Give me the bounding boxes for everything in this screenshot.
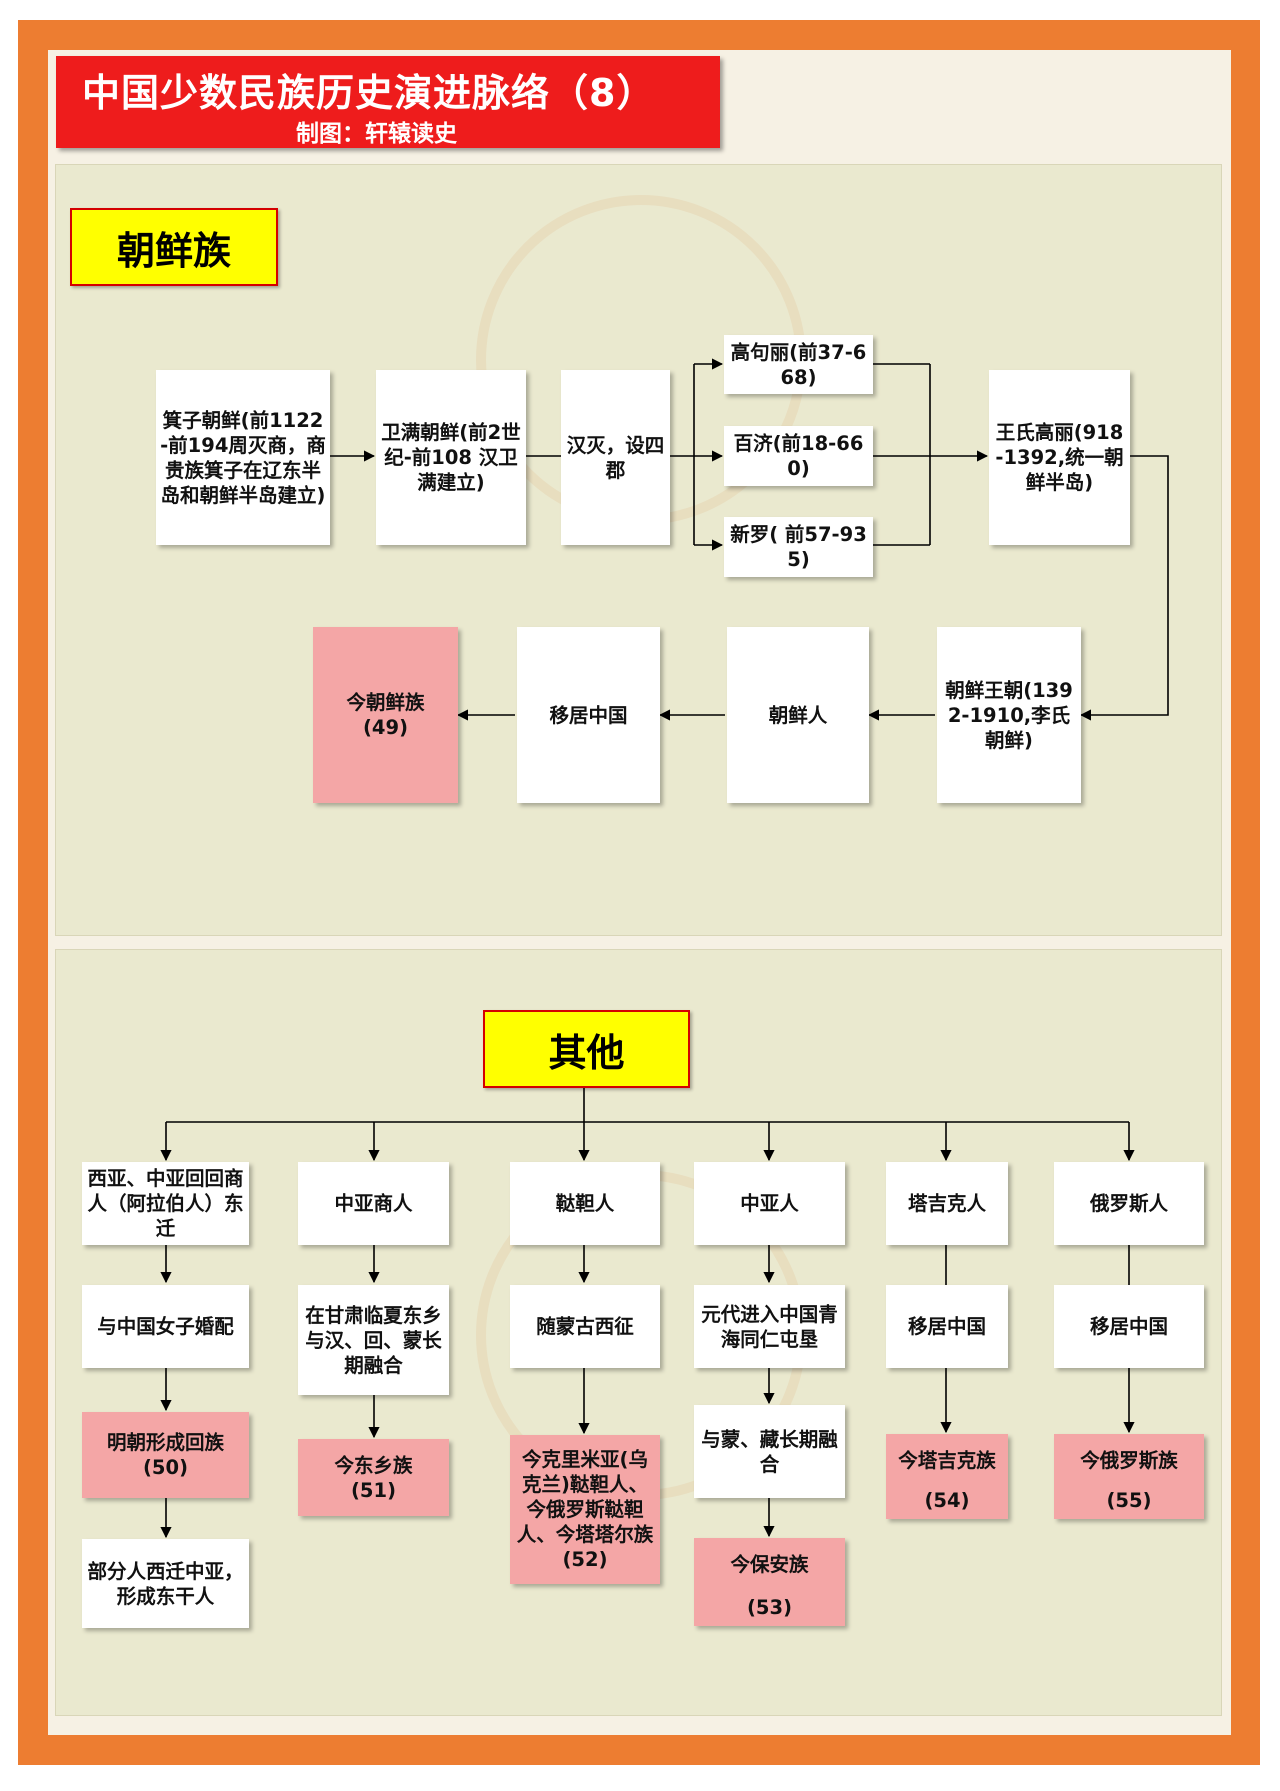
result-tatar: 今克里米亚(乌克兰)鞑靼人、今俄罗斯鞑靼人、今塔塔尔族 (52) [510, 1435, 660, 1584]
node-wiman-joseon: 卫满朝鲜(前2世纪-前108 汉卫满建立) [376, 370, 526, 545]
section-label-others: 其他 [483, 1010, 690, 1088]
node-central-asians: 中亚人 [694, 1162, 845, 1245]
node-migrate-china: 移居中国 [517, 627, 660, 803]
node-tatars: 鞑靼人 [510, 1162, 660, 1245]
result-text: 今朝鲜族 [346, 691, 425, 714]
node-mongol-western-expedition: 随蒙古西征 [510, 1285, 660, 1368]
node-joseon-dynasty: 朝鲜王朝(1392-1910,李氏朝鲜) [937, 627, 1081, 803]
node-goguryeo: 高句丽(前37-668) [724, 335, 873, 394]
section-label-korean: 朝鲜族 [70, 208, 278, 286]
node-tajik-migrate: 移居中国 [886, 1285, 1008, 1368]
node-jizi-joseon: 箕子朝鲜(前1122-前194周灭商，商贵族箕子在辽东半岛和朝鲜半岛建立) [156, 370, 330, 545]
result-number: (50) [143, 1456, 188, 1479]
node-baekje: 百济(前18-660) [724, 426, 873, 486]
node-central-asian-merchants: 中亚商人 [298, 1162, 449, 1245]
result-number: (51) [351, 1478, 396, 1502]
result-korean-ethnic: 今朝鲜族 (49) [313, 627, 458, 803]
node-tajiks: 塔吉克人 [886, 1162, 1008, 1245]
node-dungan: 部分人西迁中亚，形成东干人 [82, 1539, 249, 1628]
result-tajik: 今塔吉克族 (54) [886, 1434, 1008, 1519]
title-banner: 中国少数民族历史演进脉络（8） 制图：轩辕读史 [56, 56, 720, 148]
result-number: (52) [562, 1548, 608, 1571]
result-text: 今塔吉克族 [898, 1449, 996, 1472]
node-intermarriage: 与中国女子婚配 [82, 1285, 249, 1368]
result-number: (49) [363, 716, 408, 739]
result-number: (54) [924, 1489, 970, 1512]
node-mongol-tibetan-fusion: 与蒙、藏长期融合 [694, 1405, 845, 1498]
result-text: 今东乡族 [334, 1453, 413, 1477]
node-qinghai-tongren: 元代进入中国青海同仁屯垦 [694, 1285, 845, 1368]
result-text: 明朝形成回族 [106, 1431, 224, 1454]
result-russian: 今俄罗斯族 (55) [1054, 1434, 1204, 1519]
result-text: 今保安族 [730, 1553, 809, 1576]
page-title: 中国少数民族历史演进脉络（8） [82, 71, 656, 115]
page-subtitle: 制图：轩辕读史 [296, 121, 457, 147]
result-bonan: 今保安族 (53) [694, 1538, 845, 1626]
node-koreans: 朝鲜人 [727, 627, 869, 803]
node-han-four-commanderies: 汉灭，设四郡 [561, 370, 670, 545]
node-russian-migrate: 移居中国 [1054, 1285, 1204, 1368]
node-silla: 新罗( 前57-935) [724, 517, 873, 577]
node-linxia-fusion: 在甘肃临夏东乡与汉、回、蒙长期融合 [298, 1285, 449, 1395]
korean-panel [56, 165, 1221, 935]
node-goryeo: 王氏高丽(918-1392,统一朝鲜半岛) [989, 370, 1130, 545]
result-number: (53) [747, 1596, 792, 1619]
arrow [1079, 455, 1169, 721]
result-text: 今克里米亚(乌克兰)鞑靼人、今俄罗斯鞑靼人、今塔塔尔族 [516, 1448, 654, 1546]
result-hui: 明朝形成回族 (50) [82, 1412, 249, 1498]
result-number: (55) [1106, 1489, 1152, 1512]
node-huihui-merchants: 西亚、中亚回回商人（阿拉伯人）东迁 [82, 1162, 249, 1245]
result-text: 今俄罗斯族 [1080, 1449, 1178, 1472]
node-russians: 俄罗斯人 [1054, 1162, 1204, 1245]
result-dongxiang: 今东乡族 (51) [298, 1439, 449, 1516]
